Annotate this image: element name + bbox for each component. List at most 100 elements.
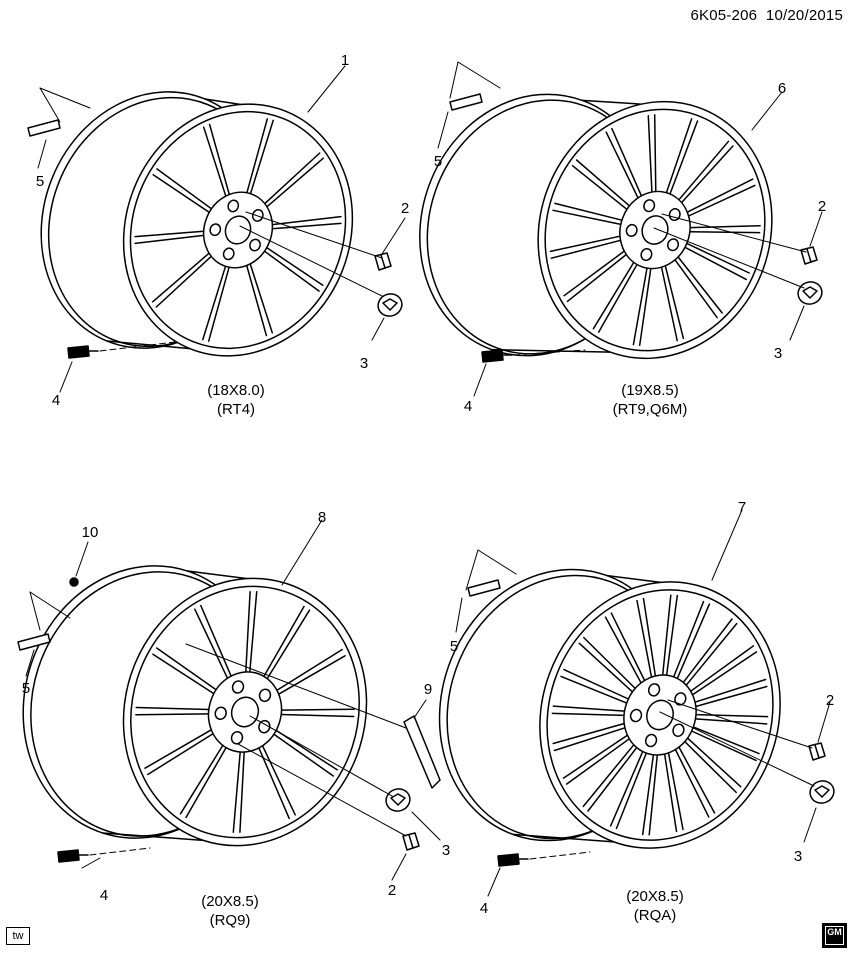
wheel-weight bbox=[467, 579, 501, 597]
callout-leader bbox=[487, 867, 501, 897]
wheel-spoke bbox=[683, 737, 742, 794]
caption-wheel-6: (19X8.5) (RT9,Q6M) bbox=[570, 381, 730, 419]
wheel-spoke bbox=[152, 168, 213, 214]
part-leader bbox=[653, 227, 805, 289]
callout-leader bbox=[81, 857, 101, 869]
wheel-spoke bbox=[592, 261, 638, 333]
wheel-spoke bbox=[551, 705, 626, 717]
valve-stem-sensor bbox=[67, 345, 90, 359]
barrel-edge bbox=[106, 340, 191, 350]
lug-hole bbox=[640, 248, 653, 262]
center-cap-emblem bbox=[802, 286, 818, 299]
caption-size: (18X8.0) bbox=[207, 382, 265, 399]
lug-hole bbox=[672, 723, 685, 737]
wheel-spoke bbox=[665, 118, 699, 195]
callout-weight: 5 bbox=[434, 153, 442, 170]
lug-hole bbox=[667, 238, 680, 252]
callout-leader bbox=[751, 91, 783, 131]
callout-center-cap: 3 bbox=[774, 345, 782, 362]
wheel-spoke bbox=[582, 744, 638, 812]
lug-hole bbox=[222, 247, 235, 261]
gm-logo: GM bbox=[822, 923, 847, 948]
barrel-edge bbox=[490, 348, 612, 353]
callout-leader bbox=[25, 649, 35, 677]
lug-hole bbox=[668, 208, 681, 222]
lug-nut-facet bbox=[814, 744, 820, 759]
diagram-code: 6K05-206 bbox=[690, 7, 758, 24]
center-cap bbox=[809, 780, 835, 804]
wheel-spoke bbox=[694, 678, 768, 708]
wheel-hub bbox=[623, 674, 697, 756]
callout-leader bbox=[371, 317, 385, 341]
callout-weight: 5 bbox=[450, 638, 458, 655]
caption-wheel-7: (20X8.5) (RQA) bbox=[575, 887, 735, 925]
wheel-spoke bbox=[134, 230, 205, 245]
callout-insert: 9 bbox=[424, 681, 432, 698]
caption-rpo: (RT9,Q6M) bbox=[612, 401, 688, 418]
wheel-spoke bbox=[179, 744, 227, 819]
wheel-spoke bbox=[202, 265, 230, 342]
wheel-spoke bbox=[258, 744, 296, 820]
callout-center-cap: 3 bbox=[794, 848, 802, 865]
wheel-weight bbox=[17, 633, 51, 651]
callout-leader bbox=[29, 591, 41, 631]
lug-hole bbox=[644, 733, 658, 748]
callout-weight: 5 bbox=[22, 680, 30, 697]
callout-wheel: 8 bbox=[318, 509, 326, 526]
wheel-weight bbox=[449, 93, 483, 111]
lug-nut-facet bbox=[408, 834, 414, 849]
callout-leader bbox=[59, 361, 73, 393]
callout-lug-nut: 2 bbox=[818, 198, 826, 215]
tw-box: tw bbox=[6, 927, 30, 945]
wheel-spoke bbox=[632, 267, 652, 346]
lug-nut-facet bbox=[806, 248, 812, 263]
callout-leader bbox=[473, 363, 487, 397]
lug-hole bbox=[249, 238, 261, 252]
callout-leader bbox=[391, 853, 407, 881]
wheel-spoke bbox=[647, 114, 657, 193]
caption-rpo: (RT4) bbox=[216, 401, 256, 418]
part-leader bbox=[239, 225, 383, 297]
header-code: 6K05-206 10/20/2015 bbox=[691, 7, 843, 24]
part-leader bbox=[185, 643, 407, 729]
spoke-insert bbox=[403, 715, 441, 789]
wheel-spoke bbox=[609, 750, 648, 830]
callout-leader bbox=[449, 61, 459, 99]
callout-leader bbox=[75, 541, 89, 577]
wheel-spoke bbox=[552, 202, 623, 226]
valve-leader bbox=[529, 851, 591, 860]
caption-wheel-8: (20X8.5) (RQ9) bbox=[150, 892, 310, 930]
wheel-spoke bbox=[674, 746, 716, 818]
callout-leader bbox=[281, 519, 323, 586]
wheel-spoke bbox=[661, 594, 679, 677]
valve-stem-sensor bbox=[497, 853, 520, 867]
callout-leader bbox=[457, 61, 501, 89]
callout-lug-nut: 2 bbox=[401, 200, 409, 217]
lug-hole bbox=[231, 680, 245, 694]
callout-leader bbox=[711, 509, 743, 581]
callout-wheel: 6 bbox=[778, 80, 786, 97]
wheel-spoke bbox=[271, 215, 342, 230]
center-cap bbox=[377, 293, 403, 317]
wheel-center-bore bbox=[646, 699, 674, 731]
lug-hole bbox=[258, 688, 272, 703]
part-leader bbox=[659, 711, 815, 787]
callout-weight: 5 bbox=[36, 173, 44, 190]
callout-leader bbox=[29, 591, 71, 619]
lug-hole bbox=[214, 706, 227, 721]
wheel-spoke bbox=[605, 127, 643, 199]
wheel-spoke bbox=[689, 224, 761, 234]
valve-leader bbox=[99, 341, 176, 352]
lug-hole bbox=[643, 199, 656, 213]
wheel-spoke bbox=[276, 648, 346, 695]
wheel-spoke bbox=[674, 256, 723, 319]
wheel-spoke bbox=[682, 618, 738, 686]
callout-leader bbox=[803, 807, 817, 843]
wheel-center-bore bbox=[230, 696, 260, 728]
callout-leader bbox=[39, 87, 61, 123]
wheel-spoke bbox=[151, 252, 213, 308]
wheel-spoke bbox=[263, 246, 324, 292]
caption-rpo: (RQA) bbox=[633, 907, 677, 924]
